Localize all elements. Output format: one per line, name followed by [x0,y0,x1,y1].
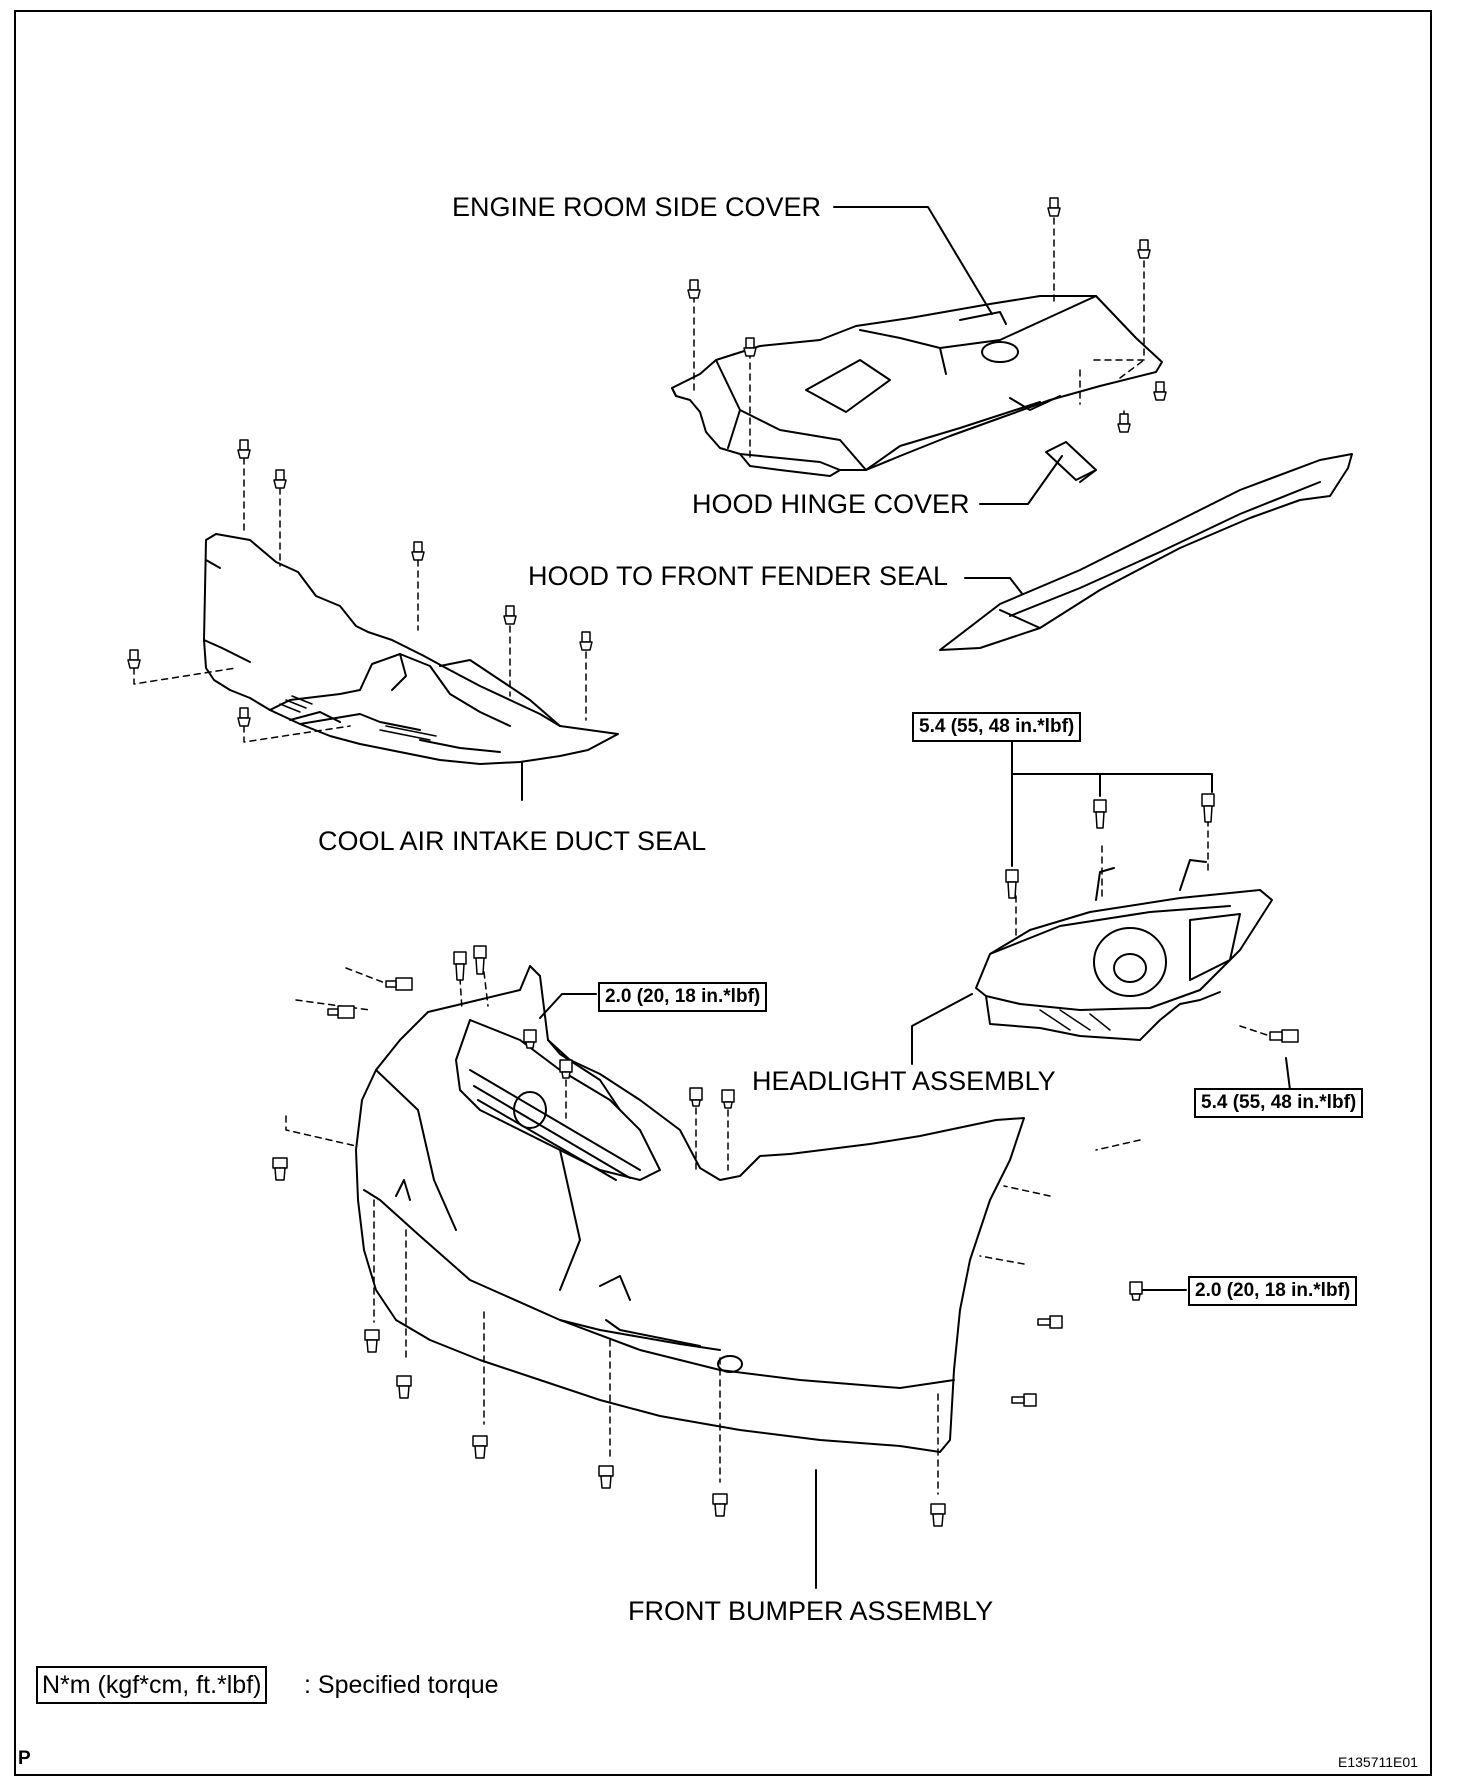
front-bumper-assembly-drawing [355,965,1025,1453]
engine-room-side-cover-drawing [671,295,1163,477]
hood-hinge-leader [979,455,1063,505]
torque-headlight-top: 5.4 (55, 48 in.*lbf) [912,712,1082,742]
label-hood-hinge-cover: HOOD HINGE COVER [692,489,970,519]
torque-headlight-side: 5.4 (55, 48 in.*lbf) [1194,1088,1364,1118]
headlight-torque-leader [1011,739,1213,867]
corner-mark: P [18,1748,31,1769]
label-engine-room-side-cover: ENGINE ROOM SIDE COVER [452,192,822,222]
installation-guide-lines [133,217,1283,1495]
torque-bumper-top: 2.0 (20, 18 in.*lbf) [598,982,768,1012]
fasteners [127,197,1299,1527]
label-front-bumper-assembly: FRONT BUMPER ASSEMBLY [628,1596,994,1626]
diagram-frame [14,10,1432,1776]
headlight-side-torque-leader [1285,1057,1291,1091]
headlight-assembly-drawing [975,859,1273,1041]
torque-bumper-side: 2.0 (20, 18 in.*lbf) [1188,1276,1358,1306]
figure-code: E135711E01 [1338,1754,1418,1770]
bumper-top-torque-leader [539,993,597,1019]
label-headlight-assembly: HEADLIGHT ASSEMBLY [752,1066,1056,1096]
legend-description: : Specified torque [304,1671,499,1699]
headlight-leader [911,993,973,1065]
legend-torque-unit: N*m (kgf*cm, ft.*lbf) [36,1666,268,1704]
label-cool-air-intake-duct-seal: COOL AIR INTAKE DUCT SEAL [318,826,707,856]
hood-to-front-fender-seal-drawing [939,453,1353,651]
cool-air-intake-duct-seal-drawing [203,533,619,765]
engine-cover-leader [833,206,993,315]
label-hood-to-front-fender-seal: HOOD TO FRONT FENDER SEAL [528,561,949,591]
hood-hinge-cover-drawing [1045,441,1097,483]
